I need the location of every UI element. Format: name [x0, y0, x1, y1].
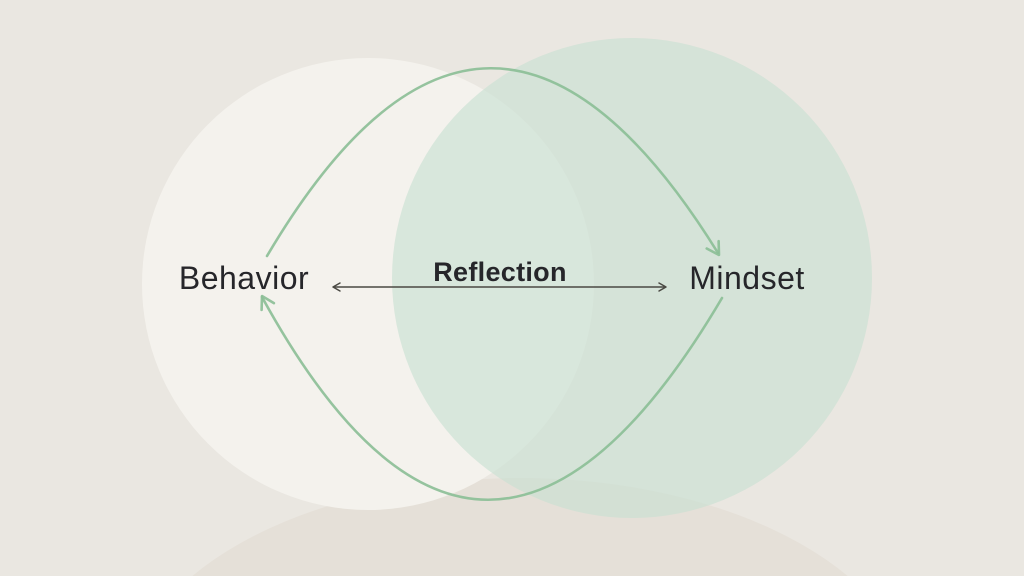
top-cycle-arrow	[265, 66, 720, 258]
mindset-circle	[392, 38, 872, 518]
reflection-right-arrowhead-icon	[658, 282, 667, 292]
mindset-label: Mindset	[689, 260, 805, 296]
reflection-left-arrowhead-icon	[332, 282, 341, 292]
behavior-label: Behavior	[179, 260, 309, 296]
top-arrowhead-icon	[705, 239, 721, 257]
bottom-cycle-arrow	[260, 295, 724, 502]
reflection-label: Reflection	[433, 257, 567, 287]
bottom-arrowhead-icon	[260, 294, 276, 312]
